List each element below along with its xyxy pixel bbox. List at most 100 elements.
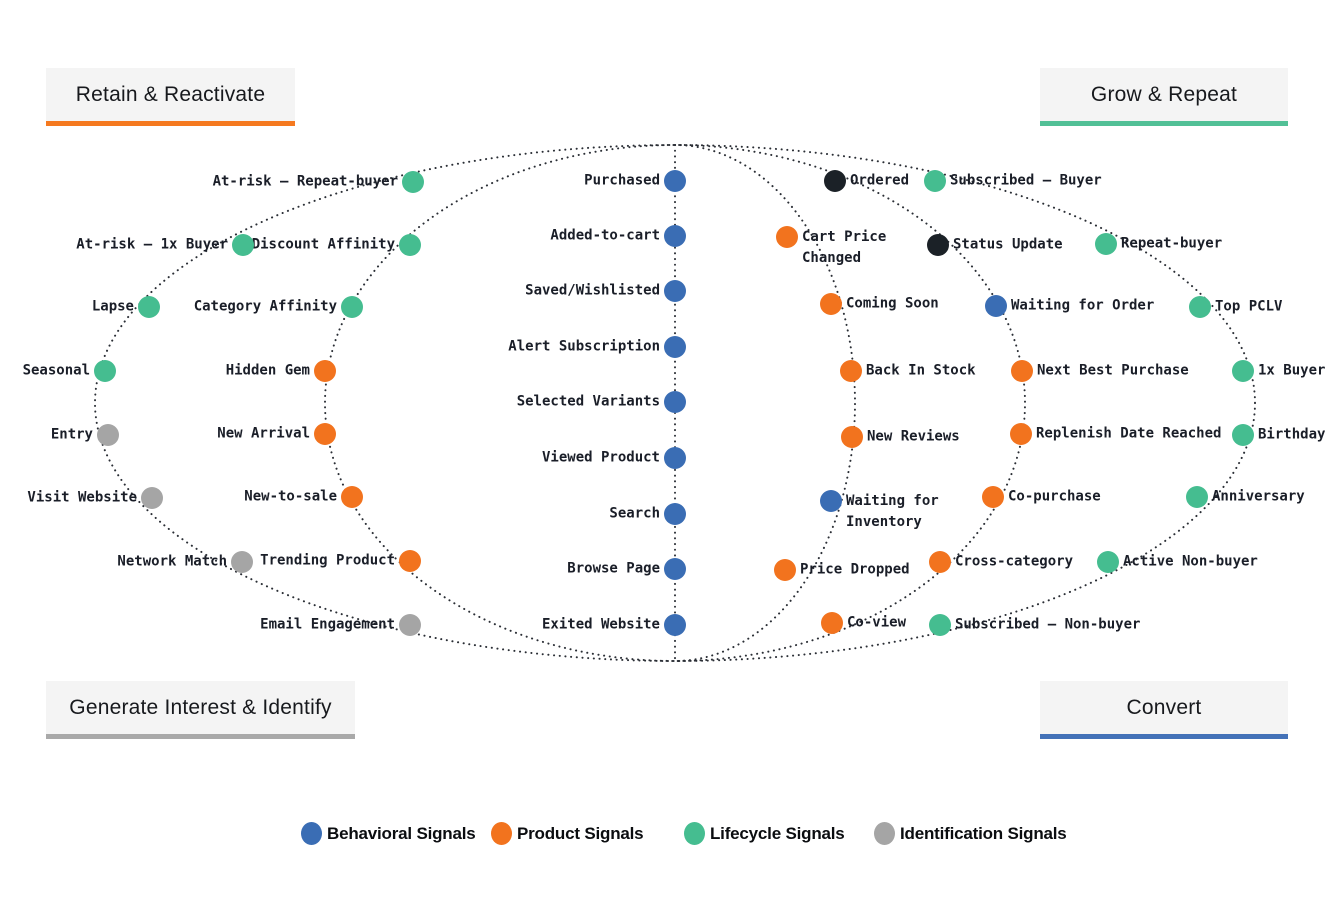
signal-node-label: Exited Website [541, 616, 660, 633]
product-signal-dot [821, 612, 843, 634]
signal-node-label: Price Dropped [800, 561, 910, 578]
quadrant-retain-accent-bar [46, 121, 295, 126]
product-signal-dot [776, 226, 798, 248]
order_status-signal-dot [927, 234, 949, 256]
signal-node-label: At-risk — 1x Buyer [76, 236, 228, 253]
product-signal-dot [840, 360, 862, 382]
lifecycle-signal-dot [402, 171, 424, 193]
product-signal-dot [774, 559, 796, 581]
behavioral-signal-dot [664, 503, 686, 525]
behavioral-signal-dot [664, 614, 686, 636]
signal-node-label: Lapse [91, 298, 134, 315]
lifecycle-signal-dot [94, 360, 116, 382]
signal-node-label: Birthday [1258, 426, 1326, 443]
legend-item: Identification Signals [874, 822, 1067, 845]
orbit-arc-right-3 [674, 144, 1026, 662]
behavioral-signal-dot [664, 558, 686, 580]
identification-signal-dot [141, 487, 163, 509]
lifecycle-legend-dot [684, 822, 705, 845]
signal-node-label: Purchased [584, 172, 660, 189]
signal-node-label: Selected Variants [516, 393, 660, 410]
quadrant-generate-label: Generate Interest & Identify [69, 695, 332, 719]
product-signal-dot [399, 550, 421, 572]
signal-node-label: Visit Website [27, 489, 137, 506]
quadrant-grow-accent-bar [1040, 121, 1288, 126]
lifecycle-signal-dot [1232, 424, 1254, 446]
product-signal-dot [1010, 423, 1032, 445]
lifecycle-signal-dot [341, 296, 363, 318]
lifecycle-signal-dot [1232, 360, 1254, 382]
behavioral-signal-dot [664, 280, 686, 302]
signal-node-label: Category Affinity [193, 298, 337, 315]
signal-node-label: Co-purchase [1008, 488, 1101, 505]
signal-node-label: Seasonal [22, 362, 90, 379]
legend-item: Lifecycle Signals [684, 822, 845, 845]
product-signal-dot [314, 360, 336, 382]
product-signal-dot [314, 423, 336, 445]
behavioral-legend-dot [301, 822, 322, 845]
signal-node-label: Waiting for Inventory [846, 493, 939, 530]
behavioral-signal-dot [664, 447, 686, 469]
product-legend-dot [491, 822, 512, 845]
signal-node-label: Next Best Purchase [1037, 362, 1189, 379]
product-signal-dot [982, 486, 1004, 508]
signal-node-label: Saved/Wishlisted [525, 282, 660, 299]
quadrant-generate-identify: Generate Interest & Identify [46, 681, 355, 739]
behavioral-signal-dot [664, 170, 686, 192]
signal-node-label: New Reviews [867, 428, 960, 445]
lifecycle-signal-dot [399, 234, 421, 256]
identification-legend-dot [874, 822, 895, 845]
lifecycle-signal-dot [1097, 551, 1119, 573]
signal-node-label: Coming Soon [846, 295, 939, 312]
signal-node-label: Browse Page [567, 560, 660, 577]
product-signal-dot [341, 486, 363, 508]
legend-item: Product Signals [491, 822, 644, 845]
signal-node-label: Network Match [117, 553, 227, 570]
signal-node-label: Cross-category [955, 553, 1074, 570]
identification-signal-dot [399, 614, 421, 636]
signal-node-label: Alert Subscription [508, 338, 660, 355]
orbit-arc-right-2 [674, 144, 856, 662]
lifecycle-signal-dot [138, 296, 160, 318]
behavioral-signal-dot [664, 391, 686, 413]
lifecycle-signal-dot [1189, 296, 1211, 318]
order_status-signal-dot [824, 170, 846, 192]
signal-node-label: Discount Affinity [251, 236, 395, 253]
legend-label: Behavioral Signals [327, 823, 476, 843]
signal-node-label: Subscribed — Buyer [950, 172, 1102, 189]
signal-node-label: Waiting for Order [1011, 297, 1155, 314]
signal-node-label: Anniversary [1212, 488, 1305, 505]
legend-label: Product Signals [517, 823, 644, 843]
product-signal-dot [1011, 360, 1033, 382]
legend-label: Lifecycle Signals [710, 823, 845, 843]
signal-node-label: Subscribed — Non-buyer [955, 616, 1141, 633]
identification-signal-dot [97, 424, 119, 446]
signal-node-label: Viewed Product [541, 449, 660, 466]
lifecycle-signal-dot [232, 234, 254, 256]
legend-label: Identification Signals [900, 823, 1067, 843]
signal-node-label: Co-view [847, 614, 907, 631]
signal-node-label: Email Engagement [260, 616, 395, 633]
signal-node-label: Trending Product [260, 552, 395, 569]
quadrant-retain-label: Retain & Reactivate [75, 82, 266, 106]
behavioral-signal-dot [820, 490, 842, 512]
lifecycle-signal-dot [1186, 486, 1208, 508]
outer-ellipse [94, 144, 1256, 662]
product-signal-dot [841, 426, 863, 448]
signal-node-label: Hidden Gem [225, 362, 310, 379]
signal-node-label: Ordered [850, 172, 910, 189]
product-signal-dot [820, 293, 842, 315]
signal-node-label: Cart Price Changed [802, 229, 887, 266]
signal-node-label: New Arrival [217, 425, 310, 442]
signal-node-label: Entry [50, 426, 93, 443]
signal-node-label: Search [609, 505, 660, 522]
product-signal-dot [929, 551, 951, 573]
lifecycle-signal-dot [924, 170, 946, 192]
signal-node-label: Active Non-buyer [1123, 553, 1258, 570]
signal-node-label: New-to-sale [244, 488, 337, 505]
quadrant-convert-label: Convert [1126, 695, 1202, 719]
quadrant-grow-label: Grow & Repeat [1090, 82, 1238, 106]
quadrant-grow-repeat: Grow & Repeat [1040, 68, 1288, 126]
quadrant-convert: Convert [1040, 681, 1288, 739]
